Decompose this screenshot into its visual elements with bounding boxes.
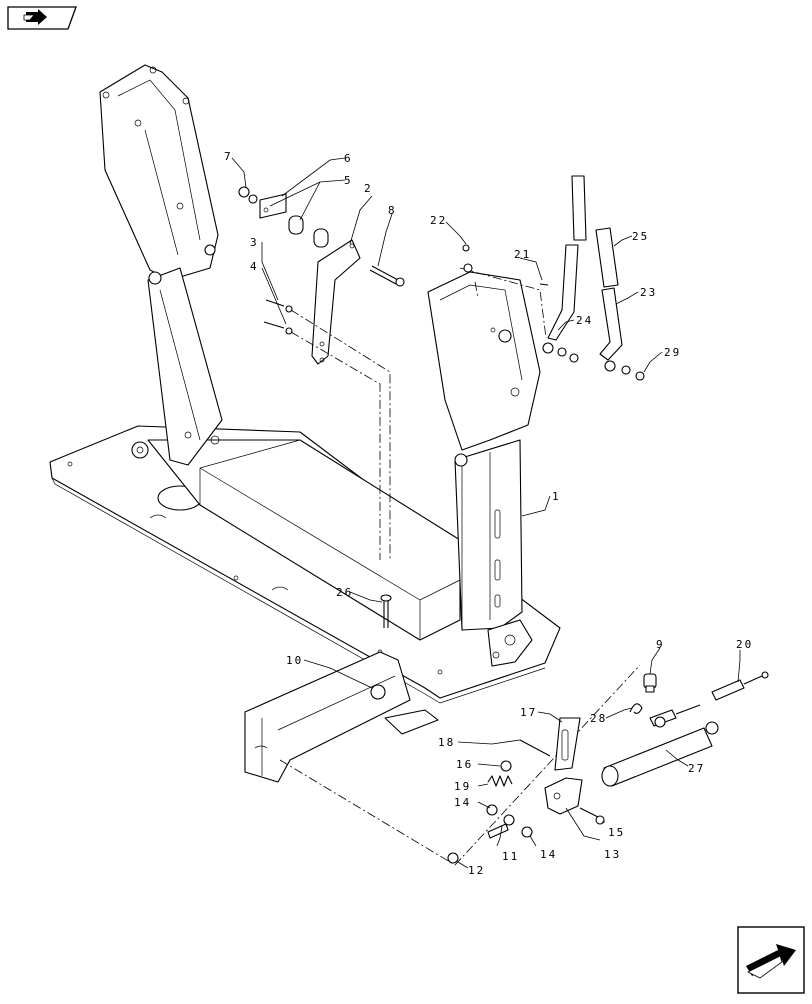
part-6-plate: [259, 193, 287, 219]
callout-9: 9: [656, 638, 665, 651]
callout-labels: 1 2 3 4 5 6 7 8 9 10 11 12 13 14 14 15 1…: [224, 150, 753, 877]
callout-25: 25: [632, 230, 649, 243]
part-3-4-bolts: [263, 299, 293, 335]
callout-14-right: 14: [540, 848, 557, 861]
assembly-lines: [279, 267, 641, 866]
callout-3: 3: [250, 236, 259, 249]
callout-1: 1: [552, 490, 561, 503]
callout-22: 22: [430, 214, 447, 227]
part-27-gas-strut: [601, 721, 719, 787]
callout-17: 17: [520, 706, 537, 719]
callout-28: 28: [590, 712, 607, 725]
left-upright: [99, 64, 223, 466]
part-5-bushings: [288, 215, 329, 248]
callout-20: 20: [736, 638, 753, 651]
part-12-nut: [447, 852, 459, 864]
callout-29: 29: [664, 346, 681, 359]
leader-lines: [231, 157, 741, 869]
part-11-bolt: [487, 814, 515, 839]
part-20-cable: [711, 671, 769, 701]
callout-19: 19: [454, 780, 471, 793]
part-16-nut: [500, 760, 512, 772]
part-10-nut: [370, 684, 386, 700]
callout-24: 24: [576, 314, 593, 327]
cross-member: [147, 439, 461, 641]
callout-26: 26: [336, 586, 353, 599]
next-page-arrow-icon[interactable]: [737, 926, 805, 994]
part-24-lever: [542, 175, 587, 363]
callout-27: 27: [688, 762, 705, 775]
cable-end: [649, 704, 701, 728]
callout-2: 2: [364, 182, 373, 195]
part-7-nuts: [238, 186, 258, 204]
callout-21: 21: [514, 248, 531, 261]
part-19-spring: [487, 775, 513, 787]
callout-7: 7: [224, 150, 233, 163]
callout-18: 18: [438, 736, 455, 749]
book-arrow-icon[interactable]: [7, 6, 77, 30]
callout-5: 5: [344, 174, 353, 187]
part-23-lever: [599, 287, 645, 381]
callout-8: 8: [388, 204, 397, 217]
part-28-clip: [629, 703, 643, 714]
part-2-bracket: [311, 239, 361, 365]
callout-10: 10: [286, 654, 303, 667]
callout-11: 11: [502, 850, 519, 863]
callout-12: 12: [468, 864, 485, 877]
callout-16: 16: [456, 758, 473, 771]
part-8-bolt: [369, 265, 405, 287]
callout-13: 13: [604, 848, 621, 861]
part-18-pin: [519, 739, 551, 757]
callout-15: 15: [608, 826, 625, 839]
part-17-bracket: [554, 717, 581, 771]
part-26-bolt: [380, 594, 392, 628]
part-21-22-small: [462, 244, 549, 286]
callout-14-left: 14: [454, 796, 471, 809]
right-upright: [427, 271, 541, 667]
part-13-plate: [544, 777, 583, 815]
callout-23: 23: [640, 286, 657, 299]
callout-6: 6: [344, 152, 353, 165]
part-15-bolt: [579, 807, 605, 825]
part-9-fitting: [643, 673, 657, 693]
callout-4: 4: [250, 260, 259, 273]
part-25-grip: [595, 227, 619, 288]
